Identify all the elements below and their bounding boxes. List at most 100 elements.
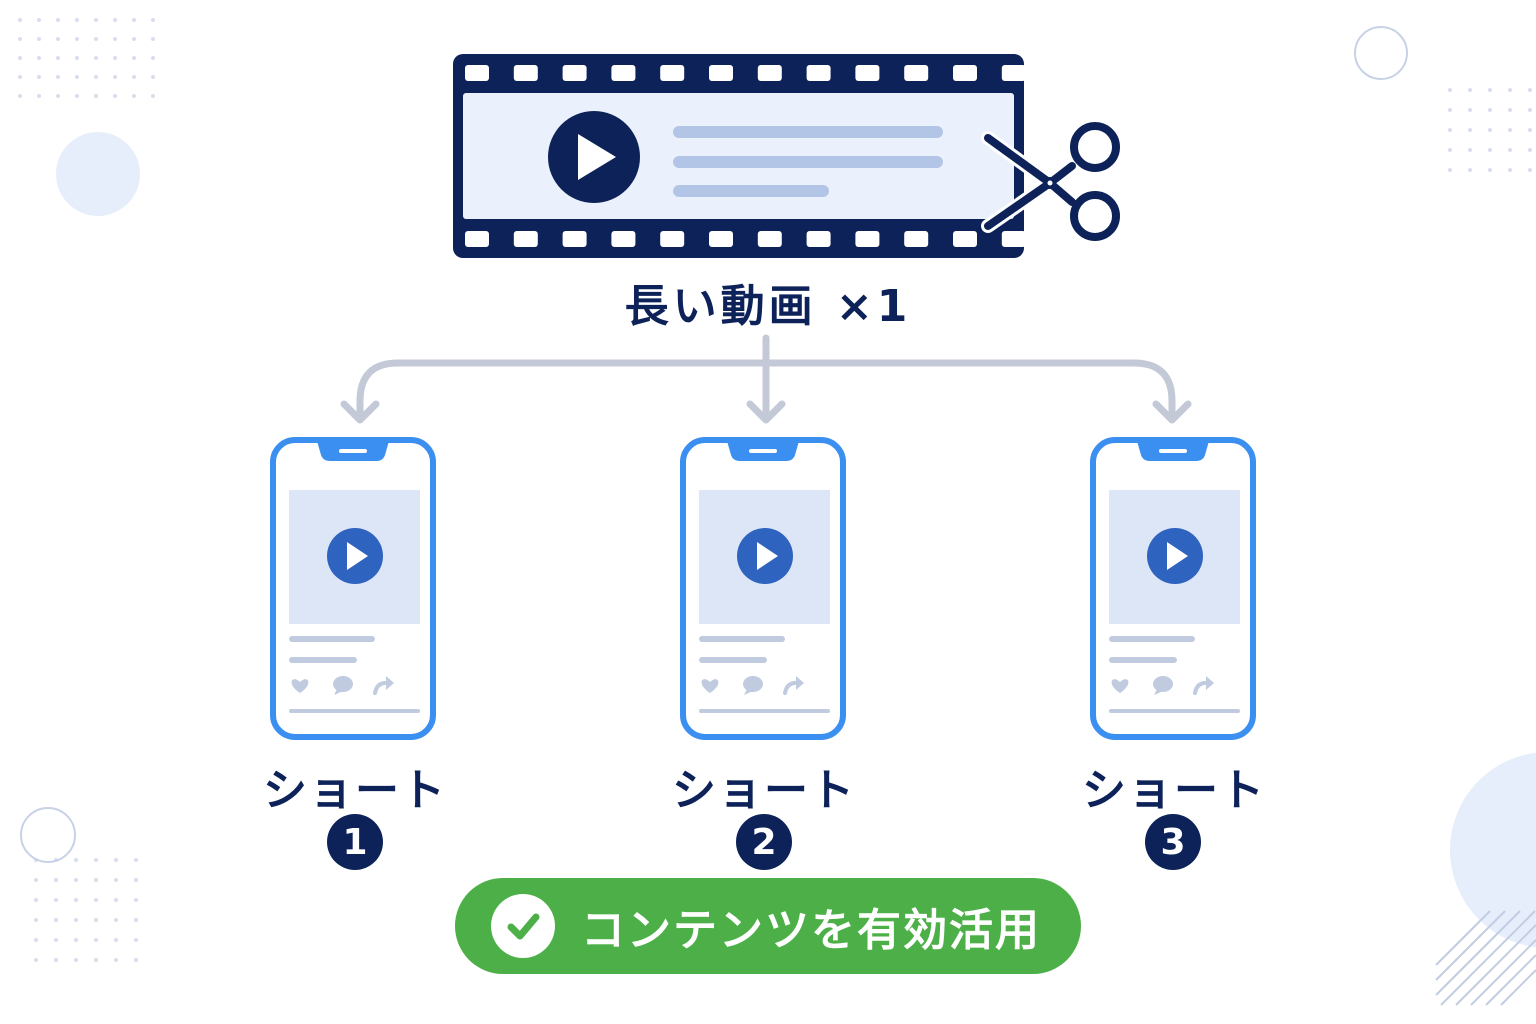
sprocket-hole bbox=[562, 65, 587, 81]
deco-dot bbox=[75, 94, 79, 98]
short-label-3: ショート bbox=[1082, 765, 1266, 816]
deco-dot bbox=[113, 56, 117, 60]
background-decorations bbox=[18, 18, 1536, 1006]
deco-dot bbox=[94, 938, 98, 942]
deco-dot bbox=[132, 56, 136, 60]
deco-dot bbox=[1528, 128, 1532, 132]
play-triangle bbox=[1167, 542, 1188, 570]
dot-grid-top-left bbox=[18, 18, 155, 98]
deco-dot bbox=[114, 958, 118, 962]
phone-speaker bbox=[749, 449, 777, 453]
deco-dot bbox=[132, 94, 136, 98]
sprocket-hole bbox=[611, 65, 636, 81]
sprocket-hole bbox=[660, 65, 685, 81]
deco-dot bbox=[56, 37, 60, 41]
deco-dot bbox=[134, 918, 138, 922]
deco-dot bbox=[56, 56, 60, 60]
sprocket-hole bbox=[513, 65, 538, 81]
short-label-1: ショート bbox=[263, 765, 447, 816]
deco-dot bbox=[151, 18, 155, 22]
deco-circle-filled-left bbox=[56, 132, 140, 216]
deco-dot bbox=[1448, 148, 1452, 152]
deco-dot bbox=[18, 37, 22, 41]
short-number-badge-1: 1 bbox=[327, 814, 383, 870]
sprocket-hole bbox=[904, 231, 929, 247]
share-icon bbox=[783, 676, 804, 695]
deco-dot bbox=[94, 37, 98, 41]
deco-dot bbox=[151, 56, 155, 60]
film-text-line-2 bbox=[673, 156, 943, 168]
phone-text-line bbox=[1109, 657, 1177, 663]
deco-dot bbox=[18, 56, 22, 60]
heart-icon bbox=[701, 679, 719, 693]
phone-text-line bbox=[699, 657, 767, 663]
comment-icon bbox=[743, 676, 763, 695]
phone-progress-bar bbox=[1109, 709, 1240, 713]
deco-hatch-bottom-right bbox=[1435, 910, 1536, 1006]
deco-dot bbox=[1488, 148, 1492, 152]
deco-dot bbox=[114, 938, 118, 942]
deco-dot bbox=[34, 938, 38, 942]
deco-dot bbox=[114, 918, 118, 922]
deco-dot bbox=[54, 958, 58, 962]
check-icon bbox=[491, 894, 555, 958]
deco-dot bbox=[56, 18, 60, 22]
phone-1 bbox=[270, 437, 436, 740]
deco-dot bbox=[1468, 108, 1472, 112]
deco-dot bbox=[114, 858, 118, 862]
deco-dot bbox=[37, 56, 41, 60]
deco-dot bbox=[151, 37, 155, 41]
deco-dot bbox=[75, 18, 79, 22]
deco-dot bbox=[1528, 168, 1532, 172]
arrow-head-right bbox=[1152, 400, 1192, 424]
deco-dot bbox=[37, 94, 41, 98]
cta-text: コンテンツを有効活用 bbox=[581, 905, 1041, 956]
play-triangle bbox=[347, 542, 368, 570]
comment-icon bbox=[333, 676, 353, 695]
deco-dot bbox=[1528, 148, 1532, 152]
deco-dot bbox=[1488, 168, 1492, 172]
dot-grid-top-right bbox=[1448, 88, 1532, 172]
deco-dot bbox=[151, 94, 155, 98]
deco-dot bbox=[1508, 88, 1512, 92]
deco-dot bbox=[134, 858, 138, 862]
deco-dot bbox=[54, 898, 58, 902]
deco-dot bbox=[34, 958, 38, 962]
deco-dot bbox=[74, 958, 78, 962]
deco-dot bbox=[54, 938, 58, 942]
short-label-2: ショート bbox=[672, 765, 856, 816]
sprocket-hole bbox=[953, 231, 977, 247]
deco-dot bbox=[94, 878, 98, 882]
short-video-phones bbox=[270, 437, 1256, 740]
deco-dot bbox=[54, 918, 58, 922]
deco-dot bbox=[134, 898, 138, 902]
deco-dot bbox=[114, 878, 118, 882]
sprocket-hole bbox=[757, 65, 782, 81]
cta-banner: コンテンツを有効活用 bbox=[455, 878, 1081, 974]
deco-dot bbox=[151, 75, 155, 79]
deco-dot bbox=[94, 858, 98, 862]
deco-dot bbox=[37, 37, 41, 41]
deco-dot bbox=[134, 958, 138, 962]
phone-progress-bar bbox=[699, 709, 830, 713]
deco-dot bbox=[94, 75, 98, 79]
deco-dot bbox=[37, 18, 41, 22]
share-icon bbox=[1193, 676, 1214, 695]
sprocket-hole bbox=[611, 231, 636, 247]
deco-dot bbox=[1508, 148, 1512, 152]
play-triangle bbox=[578, 134, 616, 180]
deco-dot bbox=[94, 918, 98, 922]
deco-dot bbox=[34, 898, 38, 902]
short-number-badge-2: 2 bbox=[736, 814, 792, 870]
deco-dot bbox=[34, 918, 38, 922]
deco-dot bbox=[134, 878, 138, 882]
deco-dot bbox=[1448, 88, 1452, 92]
arrow-branch-left bbox=[356, 359, 770, 422]
phone-text-line bbox=[289, 657, 357, 663]
deco-dot bbox=[113, 37, 117, 41]
phone-speaker bbox=[1159, 449, 1187, 453]
sprocket-hole bbox=[806, 231, 831, 247]
deco-dot bbox=[56, 94, 60, 98]
deco-dot bbox=[18, 94, 22, 98]
